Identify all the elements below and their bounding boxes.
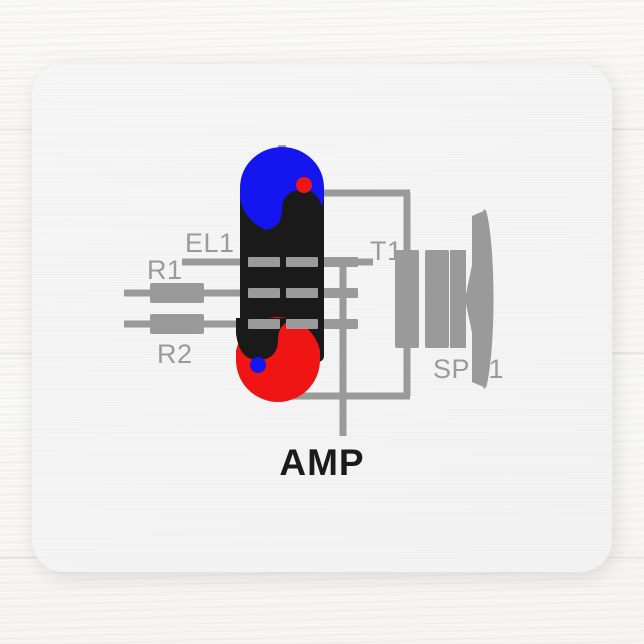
tube-top-dot: [296, 177, 312, 193]
transformer-t1-winding: [395, 250, 419, 348]
amp-schematic-artwork: EL1 R1 R2 T1 SPK1: [32, 64, 612, 572]
tube-bottom-cap: [236, 317, 320, 402]
resistor-r1-body: [150, 283, 204, 303]
resistor-r2-body: [150, 314, 204, 334]
tube-grid-stubs: [324, 257, 358, 329]
mousepad: EL1 R1 R2 T1 SPK1 AMP: [32, 64, 612, 572]
speaker-body-bar: [425, 250, 449, 348]
label-spk1: SPK1: [433, 354, 504, 384]
speaker-horn: [466, 208, 493, 390]
tube-top-cap: [240, 147, 324, 232]
tube-grid-elements: [248, 257, 318, 329]
label-el1: EL1: [185, 228, 235, 258]
amp-title-text: AMP: [279, 442, 365, 483]
label-r2: R2: [157, 339, 193, 369]
tube-bottom-dot: [250, 357, 266, 373]
label-r1: R1: [147, 255, 183, 285]
label-t1: T1: [370, 236, 403, 266]
speaker-spk1: [425, 208, 494, 390]
speaker-magnet: [450, 250, 466, 348]
